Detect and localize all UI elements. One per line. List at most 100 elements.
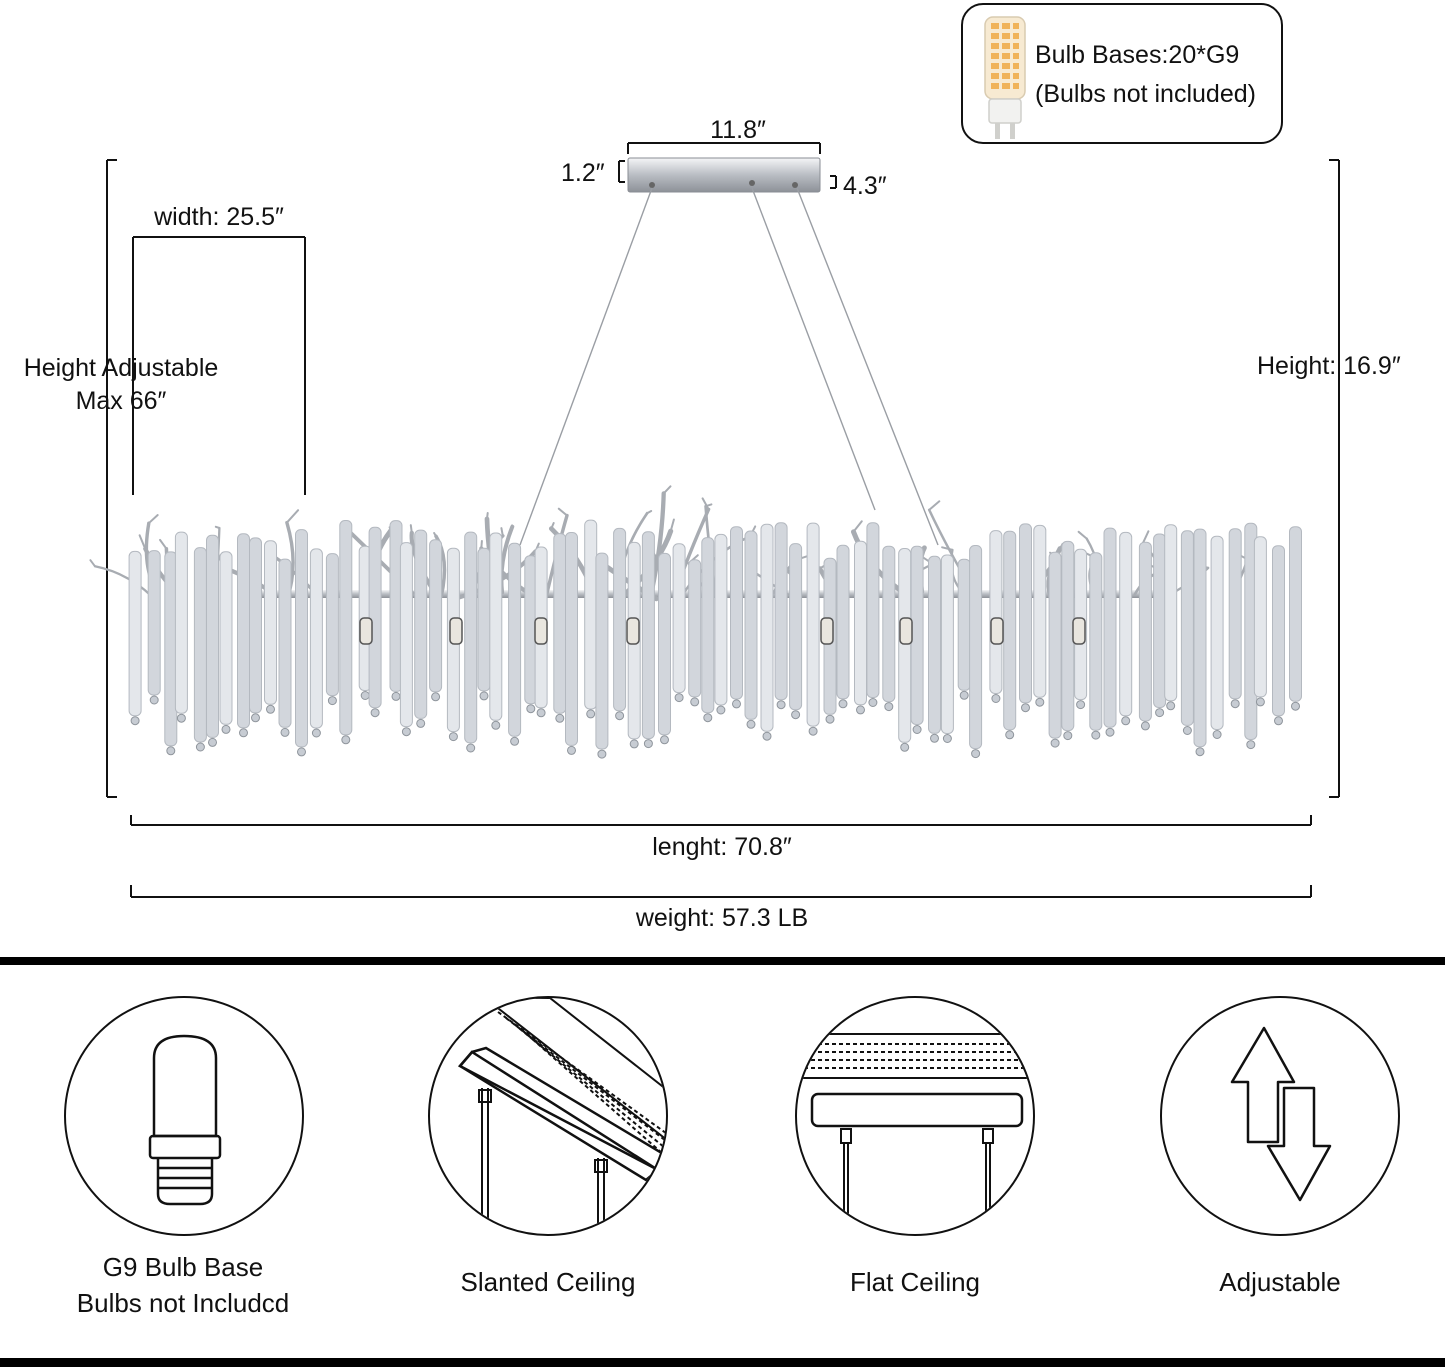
crystal-drop — [900, 742, 910, 752]
crystal-strand — [237, 533, 250, 729]
canopy-depth-label: 4.3″ — [843, 172, 887, 200]
bulb-feature-circle — [64, 996, 304, 1236]
crystal-strand — [325, 553, 339, 697]
length-bracket — [130, 815, 1312, 826]
crystal-strand — [1103, 527, 1117, 728]
flat-ceiling-feature-circle — [795, 996, 1035, 1236]
crystal-strand — [399, 542, 413, 728]
crystal-drop — [597, 749, 607, 759]
twig — [852, 520, 863, 533]
crystal-strand — [489, 532, 503, 721]
length-label: lenght: 70.8″ — [652, 833, 792, 861]
crystal-strand — [672, 543, 686, 694]
crystal-strand — [882, 545, 896, 703]
slanted-ceiling-feature-circle — [428, 996, 668, 1236]
feature-label-slanted: Slanted Ceiling — [460, 1267, 636, 1297]
crystal-strands — [128, 519, 1302, 759]
crystal-drop — [195, 742, 205, 752]
crystal-drop — [360, 691, 370, 700]
bulb-info-line1: Bulb Bases:20*G9 — [1035, 41, 1240, 69]
crystal-drop — [703, 713, 713, 723]
crystal-strand — [1048, 551, 1062, 739]
crystal-drop — [1121, 716, 1131, 726]
twig — [480, 540, 483, 550]
bulb-socket — [359, 617, 373, 645]
crystal-strand — [1033, 524, 1047, 698]
twig — [1141, 530, 1150, 545]
crystal-drop — [1230, 699, 1240, 709]
crystal-strand — [789, 543, 803, 711]
branch — [93, 565, 152, 597]
crystal-strand — [1138, 541, 1152, 722]
crystal-strand — [1003, 530, 1017, 731]
crystal-drop — [536, 708, 546, 718]
crystal-strand — [464, 531, 478, 744]
crystal-strand — [957, 558, 971, 691]
crystal-strand — [1228, 528, 1242, 700]
bottom-divider — [0, 1358, 1445, 1367]
crystal-drop — [942, 734, 952, 743]
bulb-sockets — [359, 617, 1086, 645]
crystal-strand — [1164, 524, 1178, 702]
canopy-height-label: 1.2″ — [561, 159, 605, 187]
crystal-strand — [1061, 540, 1075, 732]
bulb-info-box: Bulb Bases:20*G9 (Bulbs not included) — [961, 3, 1283, 144]
weight-bracket — [130, 885, 1312, 898]
g9-led-bulb-icon — [984, 16, 1026, 139]
crystal-drop — [825, 714, 835, 724]
crystal-strand — [278, 558, 292, 728]
crystal-drop — [327, 696, 337, 706]
width-bracket — [132, 236, 306, 495]
crystal-strand — [508, 542, 522, 737]
height-adjustable-label: Height Adjustable Max 66″ — [24, 352, 219, 418]
twig — [669, 518, 675, 533]
crystal-drop — [491, 720, 501, 730]
crystal-drop — [431, 692, 441, 702]
crystal-drop — [884, 702, 894, 712]
twig — [138, 534, 147, 550]
crystal-strand — [701, 537, 715, 714]
crystal-drop — [1195, 747, 1205, 757]
crystal-drop — [746, 719, 756, 729]
crystal-drop — [266, 704, 275, 714]
bulb-socket — [534, 617, 548, 645]
crystal-drop — [239, 728, 248, 738]
crystal-strand — [1210, 535, 1224, 731]
crystal-strand — [714, 533, 728, 706]
crystal-drop — [690, 697, 700, 707]
canopy — [627, 157, 821, 193]
twig — [285, 509, 300, 524]
height-adjustable-bracket — [106, 159, 117, 798]
suspension-wires — [519, 187, 939, 546]
crystal-drop — [176, 713, 186, 723]
crystal-strand — [595, 552, 609, 750]
bulb-socket — [899, 617, 913, 645]
twig — [646, 510, 653, 515]
bulb-info-line2: (Bulbs not included) — [1035, 80, 1256, 108]
crystal-strand — [174, 531, 188, 714]
twig — [433, 532, 437, 538]
crystal-drop — [868, 698, 878, 707]
top-divider — [0, 957, 1445, 965]
crystal-drop — [1166, 701, 1176, 711]
crystal-strand — [866, 522, 880, 699]
crystal-strand — [940, 554, 954, 734]
canopy-depth-bracket — [830, 175, 837, 189]
crystal-drop — [856, 705, 865, 715]
crystal-strand — [969, 545, 983, 750]
crystal-drop — [526, 704, 536, 714]
crystal-strand — [928, 555, 941, 734]
height-bracket — [1329, 159, 1340, 798]
crystal-drop — [1050, 738, 1060, 748]
twig — [928, 500, 941, 511]
crystal-drop — [297, 747, 306, 757]
crystal-drop — [971, 749, 981, 759]
adjustable-arrows-icon — [1230, 1026, 1332, 1202]
crystal-drop — [1155, 708, 1165, 718]
twig — [89, 559, 96, 568]
crystal-drop — [391, 691, 401, 701]
crystal-drop — [341, 735, 351, 745]
crystal-strand — [219, 551, 233, 725]
crystal-drop — [221, 724, 231, 734]
crystal-drop — [280, 727, 290, 737]
